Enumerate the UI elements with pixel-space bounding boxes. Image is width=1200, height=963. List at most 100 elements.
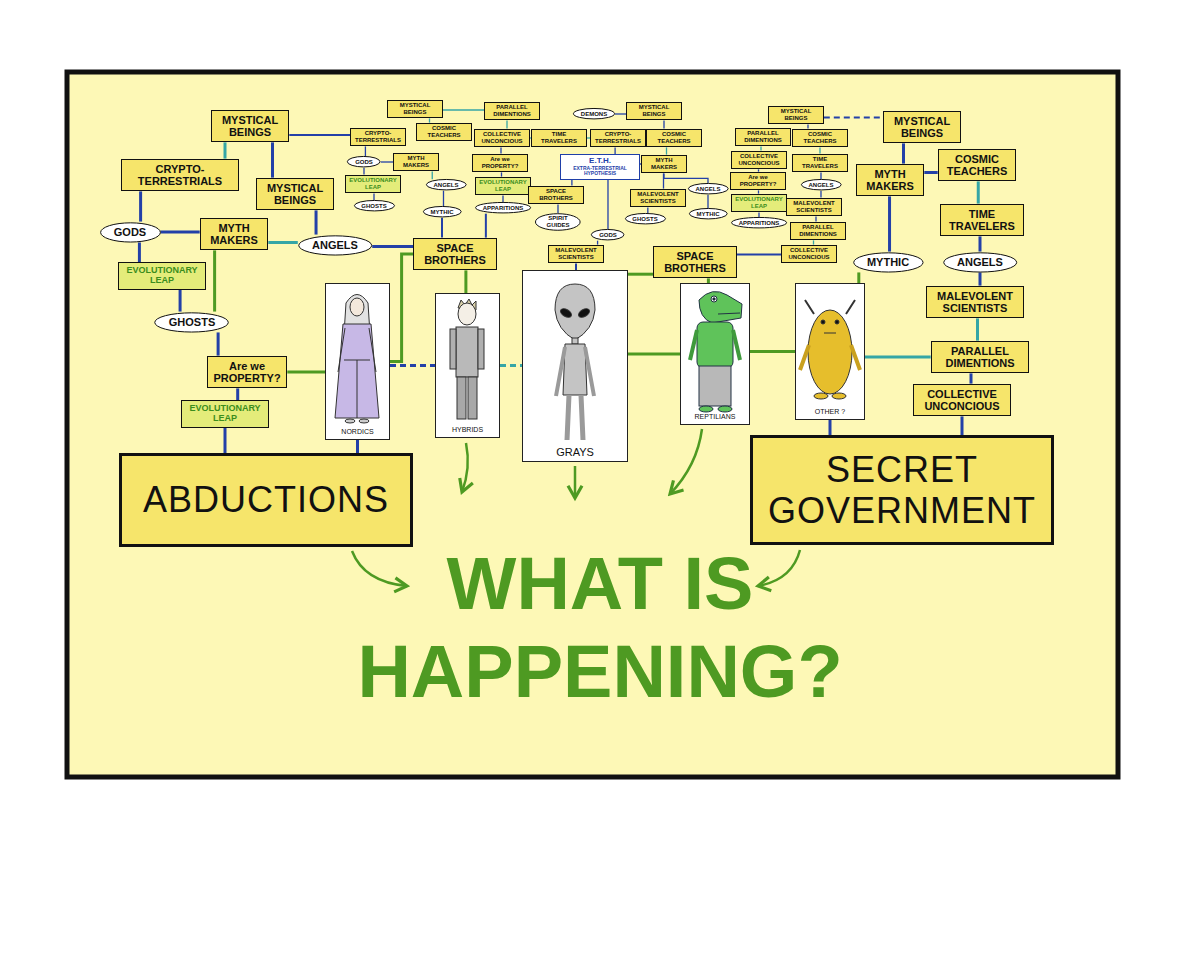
concept-box: Are we PROPERTY? (730, 172, 786, 191)
node-label: TIME TRAVELERS (795, 156, 845, 169)
connector (628, 273, 653, 276)
concept-box: MYTH MAKERS (393, 153, 439, 172)
connector (289, 134, 350, 136)
concept-box: COLLECTIVE UNCONCIOUS (781, 245, 837, 264)
connector (924, 171, 937, 174)
oval-shape (731, 218, 786, 228)
node-label: MYTHIC (431, 209, 454, 216)
node-label: GHOSTS (169, 316, 215, 328)
connector (363, 168, 364, 175)
figure-panel: OTHER ? (795, 283, 865, 420)
connector (139, 191, 142, 221)
nordic-figure (335, 295, 379, 424)
node-label: ANGELS (312, 239, 358, 251)
oval-shape (625, 214, 665, 224)
oval-shape (853, 252, 922, 271)
node-label: Are we PROPERTY? (733, 174, 783, 187)
oval-shape (426, 180, 466, 190)
connector (857, 272, 860, 283)
concept-box: MALEVOLENT SCIENTISTS (786, 198, 842, 217)
connector (268, 241, 297, 244)
node-label: EVOLUTIONARY LEAP (122, 266, 202, 286)
concept-box: COLLECTIVE UNCONCIOUS (474, 129, 530, 148)
concept-box: MYSTICAL BEINGS (387, 100, 443, 119)
node-label: Are we PROPERTY? (211, 360, 283, 384)
figure-panels (325, 270, 865, 462)
concept-oval: ANGELS (426, 179, 467, 190)
node-label: SPACE BROTHERS (658, 250, 733, 274)
topic-box: ABDUCTIONS (119, 453, 413, 547)
concept-oval: ANGELS (688, 183, 729, 194)
node-label: NORDICS (328, 428, 387, 436)
oval-shape (536, 214, 581, 231)
node-label: SPIRIT GUIDES (543, 215, 573, 228)
connector (217, 332, 220, 355)
concept-box: CRYPTO-TERRESTRIALS (121, 159, 240, 192)
concept-box: Are we PROPERTY? (207, 356, 288, 389)
node-label: GHOSTS (632, 216, 657, 223)
oval-shape (592, 230, 625, 240)
connector (381, 161, 394, 162)
concept-box: MALEVOLENT SCIENTISTS (548, 245, 604, 264)
concept-oval: MYTHIC (853, 252, 924, 273)
connector (557, 204, 558, 213)
concept-box: MYSTICAL BEINGS (256, 178, 335, 211)
concept-box: MYTH MAKERS (200, 218, 269, 251)
node-label: EVOLUTIONARY LEAP (185, 404, 265, 424)
node-label: E.T.H. (565, 157, 635, 166)
node-label: GRAYS (525, 446, 625, 458)
node-label: MYTH MAKERS (644, 157, 684, 170)
connector (224, 142, 227, 158)
concept-box: Are we PROPERTY? (472, 154, 528, 173)
node-label: PARALLEL DIMENTIONS (935, 345, 1025, 369)
node-label: SPACE BROTHERS (418, 242, 493, 266)
concept-box: PARALLEL DIMENTIONS (931, 341, 1030, 374)
node-label: MYSTICAL BEINGS (215, 114, 285, 138)
connector (179, 290, 182, 312)
node-label: APPARITIONS (739, 220, 780, 227)
concept-box: TIME TRAVELERS (940, 204, 1024, 237)
node-label: MYTH MAKERS (860, 168, 920, 192)
oval-shape (688, 184, 728, 194)
node-label: COSMIC TEACHERS (419, 125, 469, 138)
reptilian-figure (690, 291, 742, 412)
connector (502, 195, 503, 202)
node-label: GODS (355, 159, 373, 166)
connector (506, 120, 507, 128)
connector (820, 191, 821, 198)
connector (664, 173, 708, 183)
connector (902, 143, 905, 163)
connector (979, 236, 982, 251)
connector (666, 147, 667, 154)
concept-box: EVOLUTIONARY LEAP (118, 262, 205, 289)
connector (647, 207, 648, 213)
node-label: PARALLEL DIMENTIONS (487, 104, 537, 117)
connector (607, 180, 608, 229)
connector (628, 353, 680, 356)
concept-box: MYSTICAL BEINGS (768, 106, 824, 125)
concept-oval: GODS (591, 229, 624, 240)
concept-box: EVOLUTIONARY LEAP (345, 175, 401, 194)
node-label: ABDUCTIONS (143, 479, 389, 520)
connector (271, 142, 274, 177)
title-text: WHAT IS HAPPENING? (250, 540, 950, 716)
connector (979, 272, 982, 285)
concept-oval: ANGELS (298, 235, 372, 256)
hybrid-figure (450, 299, 484, 419)
connector (614, 147, 615, 154)
gray-alien-figure (555, 284, 595, 440)
connector (865, 356, 931, 359)
connector (373, 193, 374, 200)
concept-oval: MYTHIC (423, 206, 462, 217)
connector (976, 318, 979, 340)
concept-box: PARALLEL DIMENTIONS (735, 128, 791, 147)
other-figure (800, 300, 860, 399)
oval-shape (100, 222, 160, 241)
connector (287, 371, 325, 374)
hypothesis-box: E.T.H.EXTRA-TERRESTRIAL HYPOTHESIS (560, 154, 640, 180)
connector (443, 109, 484, 110)
concept-box: COSMIC TEACHERS (792, 129, 848, 148)
connector (750, 350, 795, 353)
topic-box: SECRET GOVERNMENT (750, 435, 1054, 545)
node-label: ANGELS (808, 182, 833, 189)
